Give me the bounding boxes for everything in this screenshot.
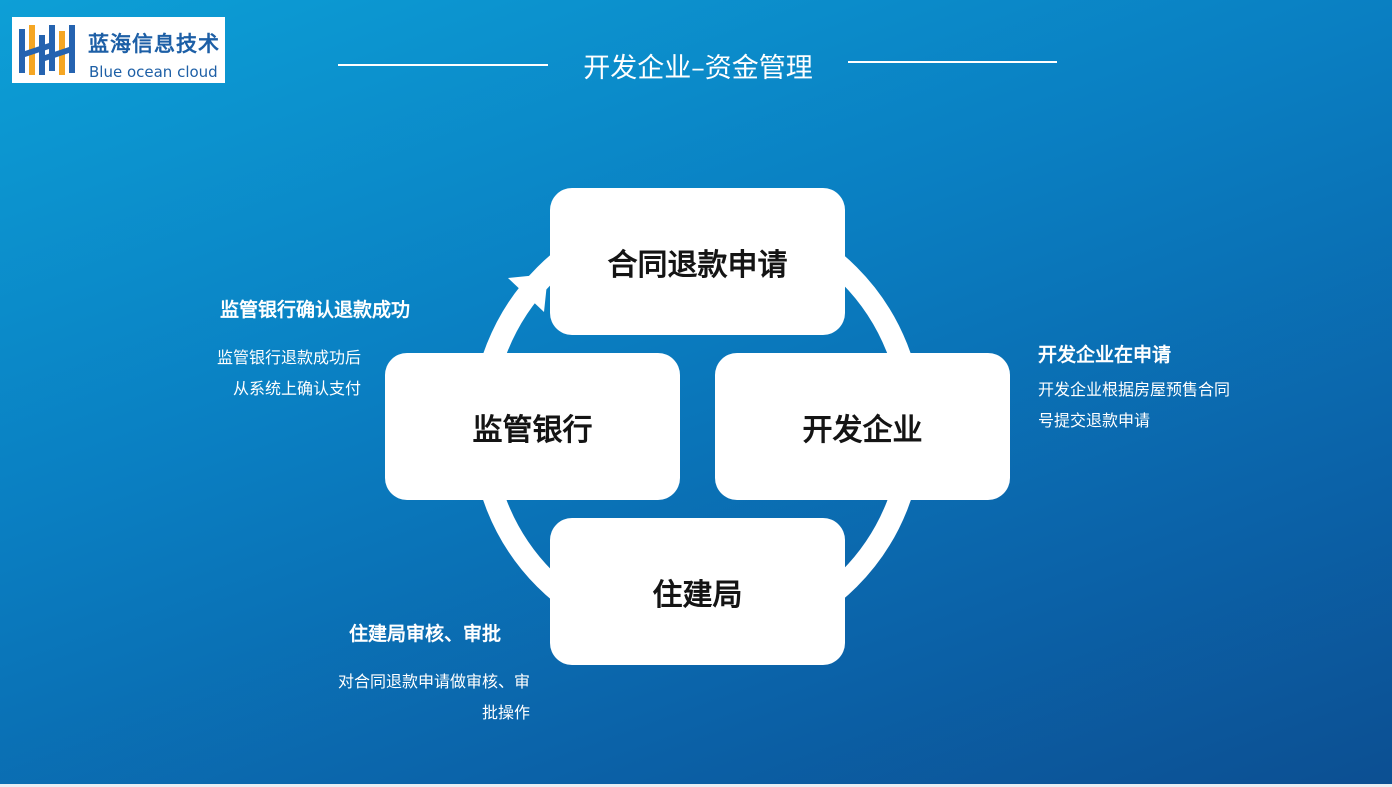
housing-description-line: 对合同退款申请做审核、审 (337, 672, 530, 691)
housing-description-body: 对合同退款申请做审核、审 批操作 (300, 666, 530, 728)
company-logo: 蓝海信息技术 Blue ocean cloud (12, 17, 225, 83)
developer-description-line: 开发企业根据房屋预售合同 (1038, 380, 1231, 399)
node-housing-bureau: 住建局 (550, 518, 845, 665)
logo-english-name: Blue ocean cloud (89, 63, 218, 81)
developer-description-line: 号提交退款申请 (1038, 411, 1151, 430)
hh-logo-icon (19, 25, 75, 75)
node-developer: 开发企业 (715, 353, 1010, 500)
title-left-rule (338, 64, 548, 66)
bank-description-line: 从系统上确认支付 (232, 379, 361, 398)
node-supervising-bank: 监管银行 (385, 353, 680, 500)
developer-description-heading: 开发企业在申请 (1038, 344, 1172, 366)
bank-description-heading: 监管银行确认退款成功 (220, 299, 411, 321)
bank-description-line: 监管银行退款成功后 (216, 348, 361, 367)
logo-chinese-name: 蓝海信息技术 (88, 32, 220, 56)
bank-description-body: 监管银行退款成功后 从系统上确认支付 (160, 342, 361, 404)
developer-description-body: 开发企业根据房屋预售合同 号提交退款申请 (1038, 374, 1278, 436)
node-contract-refund-application: 合同退款申请 (550, 188, 845, 335)
page-title: 开发企业–资金管理 (583, 53, 813, 84)
housing-description-line: 批操作 (481, 703, 530, 722)
housing-description-heading: 住建局审核、审批 (349, 623, 502, 645)
bottom-border (0, 784, 1392, 787)
title-right-rule (848, 61, 1057, 63)
